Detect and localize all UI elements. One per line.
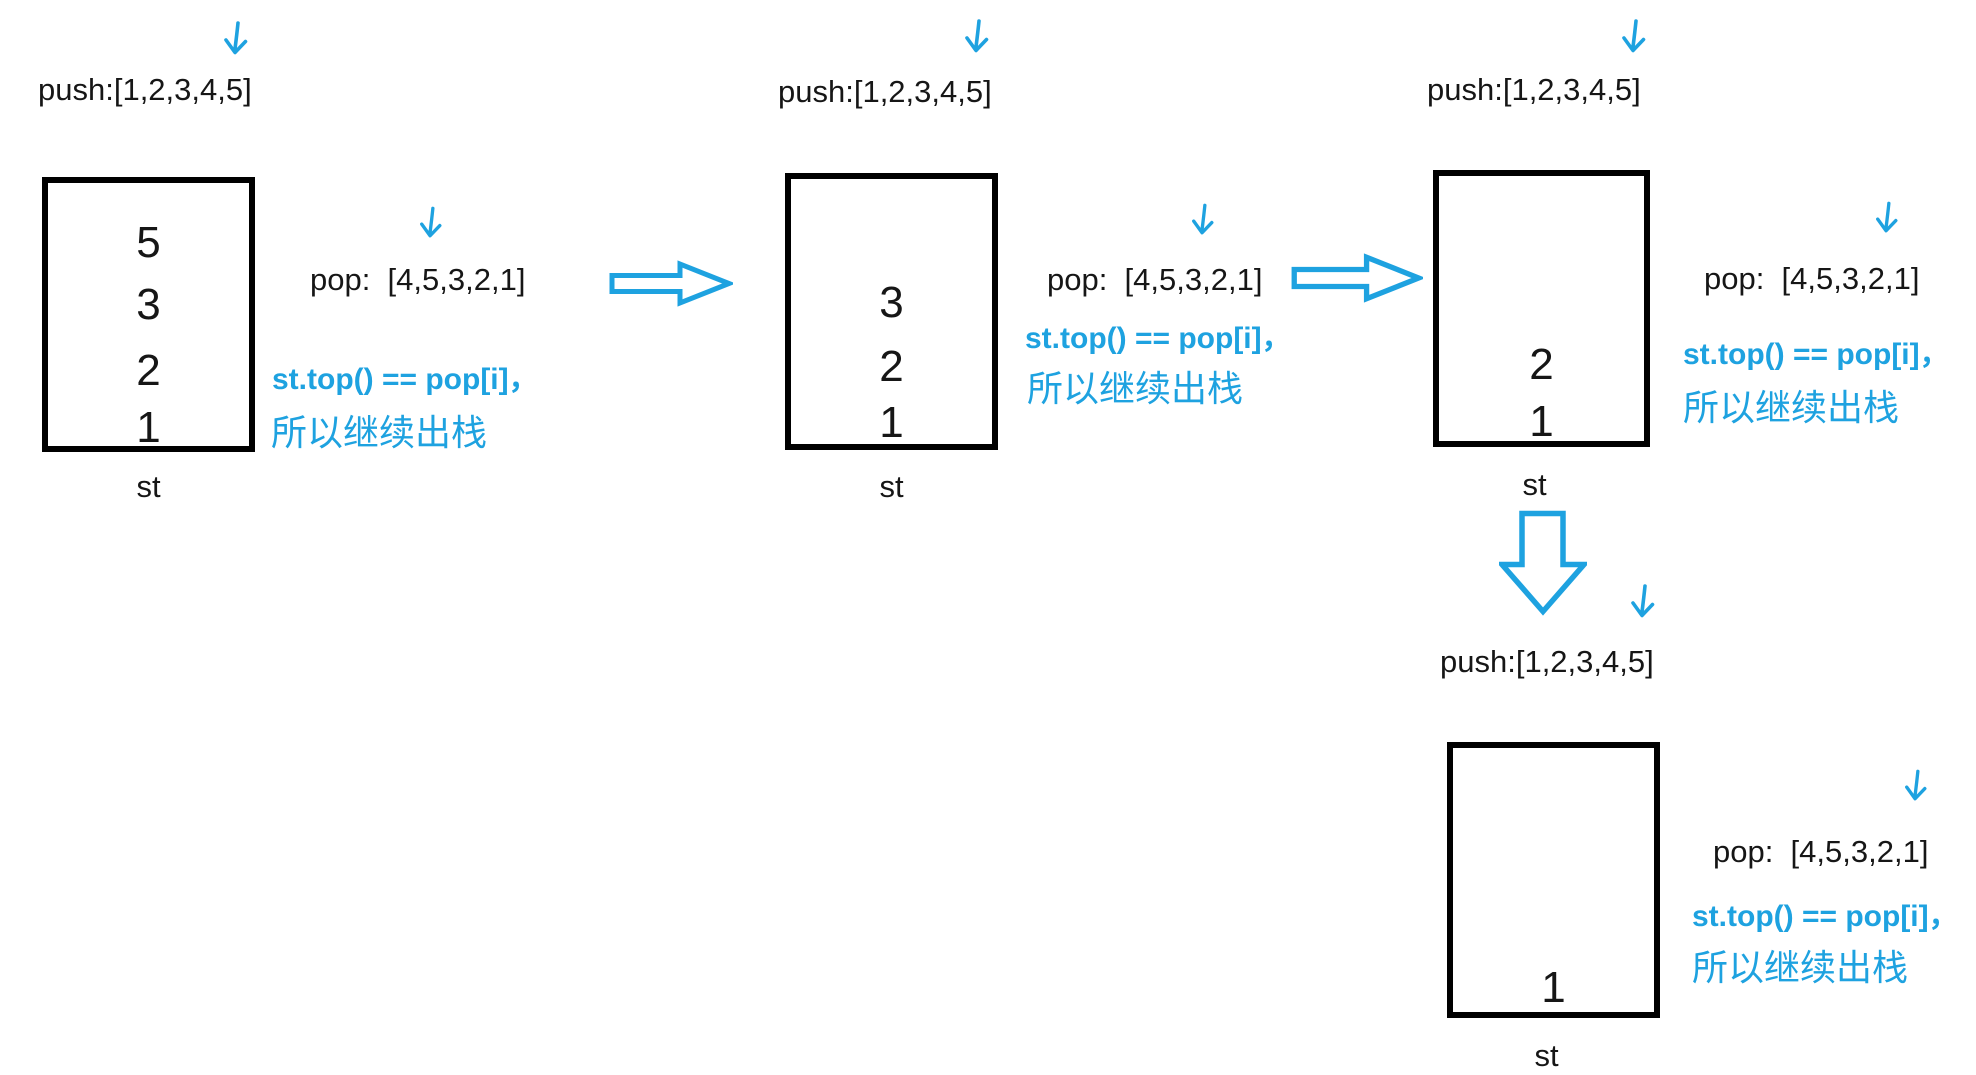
pop-sequence-label: pop: [4,5,3,2,1] [1704, 261, 1920, 296]
stack-value: 1 [879, 398, 904, 447]
stack-value: 2 [879, 342, 904, 391]
push-sequence-label: push:[1,2,3,4,5] [778, 74, 992, 109]
pop-sequence-label: pop: [4,5,3,2,1] [1047, 262, 1263, 297]
stack-box: 3 2 1 [785, 173, 998, 450]
condition-explanation-text: 所以继续出栈 [1683, 387, 1900, 428]
condition-explanation-text: 所以继续出栈 [1692, 947, 1909, 988]
flow-arrow-right-icon [609, 260, 733, 307]
pop-index-pointer-icon [1190, 201, 1216, 245]
condition-explanation-text: 所以继续出栈 [1027, 368, 1244, 409]
pop-index-pointer-icon [1874, 199, 1900, 243]
condition-code-text: st.top() == pop[i]， [272, 363, 539, 396]
push-sequence-label: push:[1,2,3,4,5] [1427, 72, 1641, 107]
push-index-pointer-icon [963, 18, 991, 62]
condition-explanation-text: 所以继续出栈 [271, 412, 488, 453]
flow-arrow-right-icon [1291, 253, 1423, 303]
stack-box: 5 3 2 1 [42, 177, 255, 452]
stack-value: 1 [1541, 963, 1566, 1012]
stack-name-label: st [879, 469, 904, 504]
stack-value: 2 [1529, 340, 1554, 389]
pop-sequence-label: pop: [4,5,3,2,1] [310, 262, 526, 297]
stack-box: 2 1 [1433, 170, 1650, 447]
stack-value: 1 [1529, 397, 1554, 446]
push-index-pointer-icon [1620, 18, 1648, 62]
pop-index-pointer-icon [1903, 767, 1929, 811]
condition-code-text: st.top() == pop[i]， [1683, 338, 1950, 371]
pop-sequence-label: pop: [4,5,3,2,1] [1713, 834, 1929, 869]
condition-code-text: st.top() == pop[i]， [1692, 900, 1959, 933]
stack-box: 1 [1447, 742, 1660, 1018]
stack-name-label: st [1534, 1038, 1559, 1073]
push-index-pointer-icon [1629, 583, 1657, 627]
push-index-pointer-icon [222, 20, 250, 64]
flow-arrow-down-icon [1499, 509, 1587, 616]
stack-name-label: st [136, 469, 161, 504]
stack-value: 3 [879, 278, 904, 327]
stack-value: 5 [136, 218, 161, 267]
condition-code-text: st.top() == pop[i]， [1025, 322, 1292, 355]
stack-value: 2 [136, 346, 161, 395]
stack-value: 3 [136, 280, 161, 329]
push-sequence-label: push:[1,2,3,4,5] [38, 72, 252, 107]
pop-index-pointer-icon [418, 204, 444, 248]
push-sequence-label: push:[1,2,3,4,5] [1440, 644, 1654, 679]
stack-name-label: st [1522, 467, 1547, 502]
stack-value: 1 [136, 403, 161, 452]
